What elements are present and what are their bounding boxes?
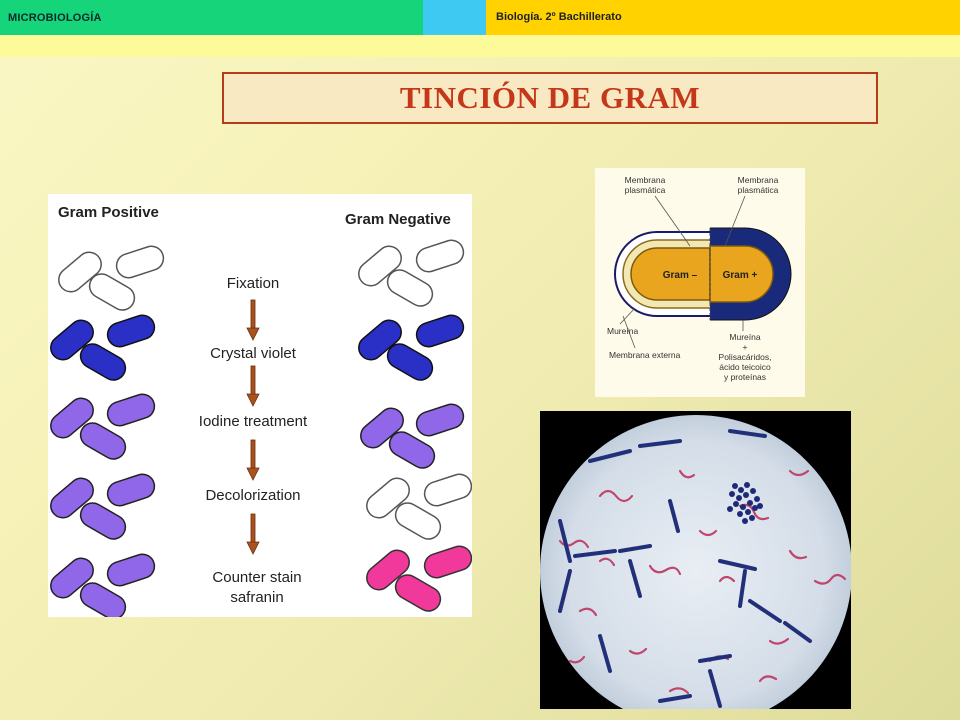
gn-cells-iodine xyxy=(355,400,468,474)
step-counter-stain: Counter stain xyxy=(212,569,301,586)
microscope-field xyxy=(540,415,852,720)
label-gram-pos: Gram + xyxy=(723,270,758,281)
microscope-image xyxy=(540,411,852,720)
label-proteinas: y proteínas xyxy=(724,372,766,382)
gn-cells-safranin xyxy=(361,542,476,617)
cocci-cluster xyxy=(727,482,763,524)
header-yellow-segment xyxy=(486,0,960,35)
pink-bacteria xyxy=(558,469,847,695)
label-gram-neg: Gram – xyxy=(663,270,698,281)
gn-cells-crystal-violet xyxy=(353,311,468,386)
label-membrana-right-1: Membrana xyxy=(738,175,779,185)
step-safranin: safranin xyxy=(230,589,283,606)
header-strip xyxy=(0,35,960,57)
gram-negative-heading: Gram Negative xyxy=(345,211,451,228)
step-crystal-violet: Crystal violet xyxy=(210,345,297,362)
microscope-svg xyxy=(540,415,852,720)
gram-stain-svg: Gram Positive Gram Negative xyxy=(45,204,476,625)
gn-cells-decolorization xyxy=(361,470,476,545)
gp-cells-iodine xyxy=(45,390,159,465)
gram-positive-heading: Gram Positive xyxy=(58,204,159,221)
label-membrana-left-2: plasmática xyxy=(625,185,666,195)
gp-cells-safranin xyxy=(45,550,159,625)
gp-cells-decolorization xyxy=(45,470,159,545)
cell-wall-diagram: Membrana plasmática Membrana plasmática … xyxy=(595,168,805,397)
label-polisacaridos: Polisacáridos, xyxy=(719,352,772,362)
label-plus: + xyxy=(743,342,748,352)
label-mureina-left: Mureína xyxy=(607,326,638,336)
purple-bacteria xyxy=(558,429,812,708)
label-mureina-right: Mureína xyxy=(729,332,760,342)
cell-wall-svg: Membrana plasmática Membrana plasmática … xyxy=(607,175,792,382)
header-course-label: Biología. 2º Bachillerato xyxy=(496,11,622,23)
slide-title-box: TINCIÓN DE GRAM xyxy=(222,72,878,124)
gn-cells-fixation xyxy=(353,236,468,312)
gram-stain-diagram: Gram Positive Gram Negative xyxy=(45,194,476,625)
header-green-segment xyxy=(0,0,423,35)
gp-cells-crystal-violet xyxy=(45,311,159,386)
slide-title: TINCIÓN DE GRAM xyxy=(399,80,701,115)
label-membrana-left-1: Membrana xyxy=(625,175,666,185)
step-fixation: Fixation xyxy=(227,275,280,292)
header-cyan-segment xyxy=(423,0,486,35)
header-bar: MICROBIOLOGÍA Biología. 2º Bachillerato xyxy=(0,0,960,35)
header-subject-label: MICROBIOLOGÍA xyxy=(8,12,102,24)
gp-cells-fixation xyxy=(53,242,168,316)
step-iodine: Iodine treatment xyxy=(199,413,308,430)
label-membrana-externa: Membrana externa xyxy=(609,350,681,360)
label-membrana-right-2: plasmática xyxy=(738,185,779,195)
label-acido-teicoico: ácido teicoico xyxy=(719,362,771,372)
step-arrows xyxy=(246,299,260,555)
step-decolorization: Decolorization xyxy=(205,487,300,504)
